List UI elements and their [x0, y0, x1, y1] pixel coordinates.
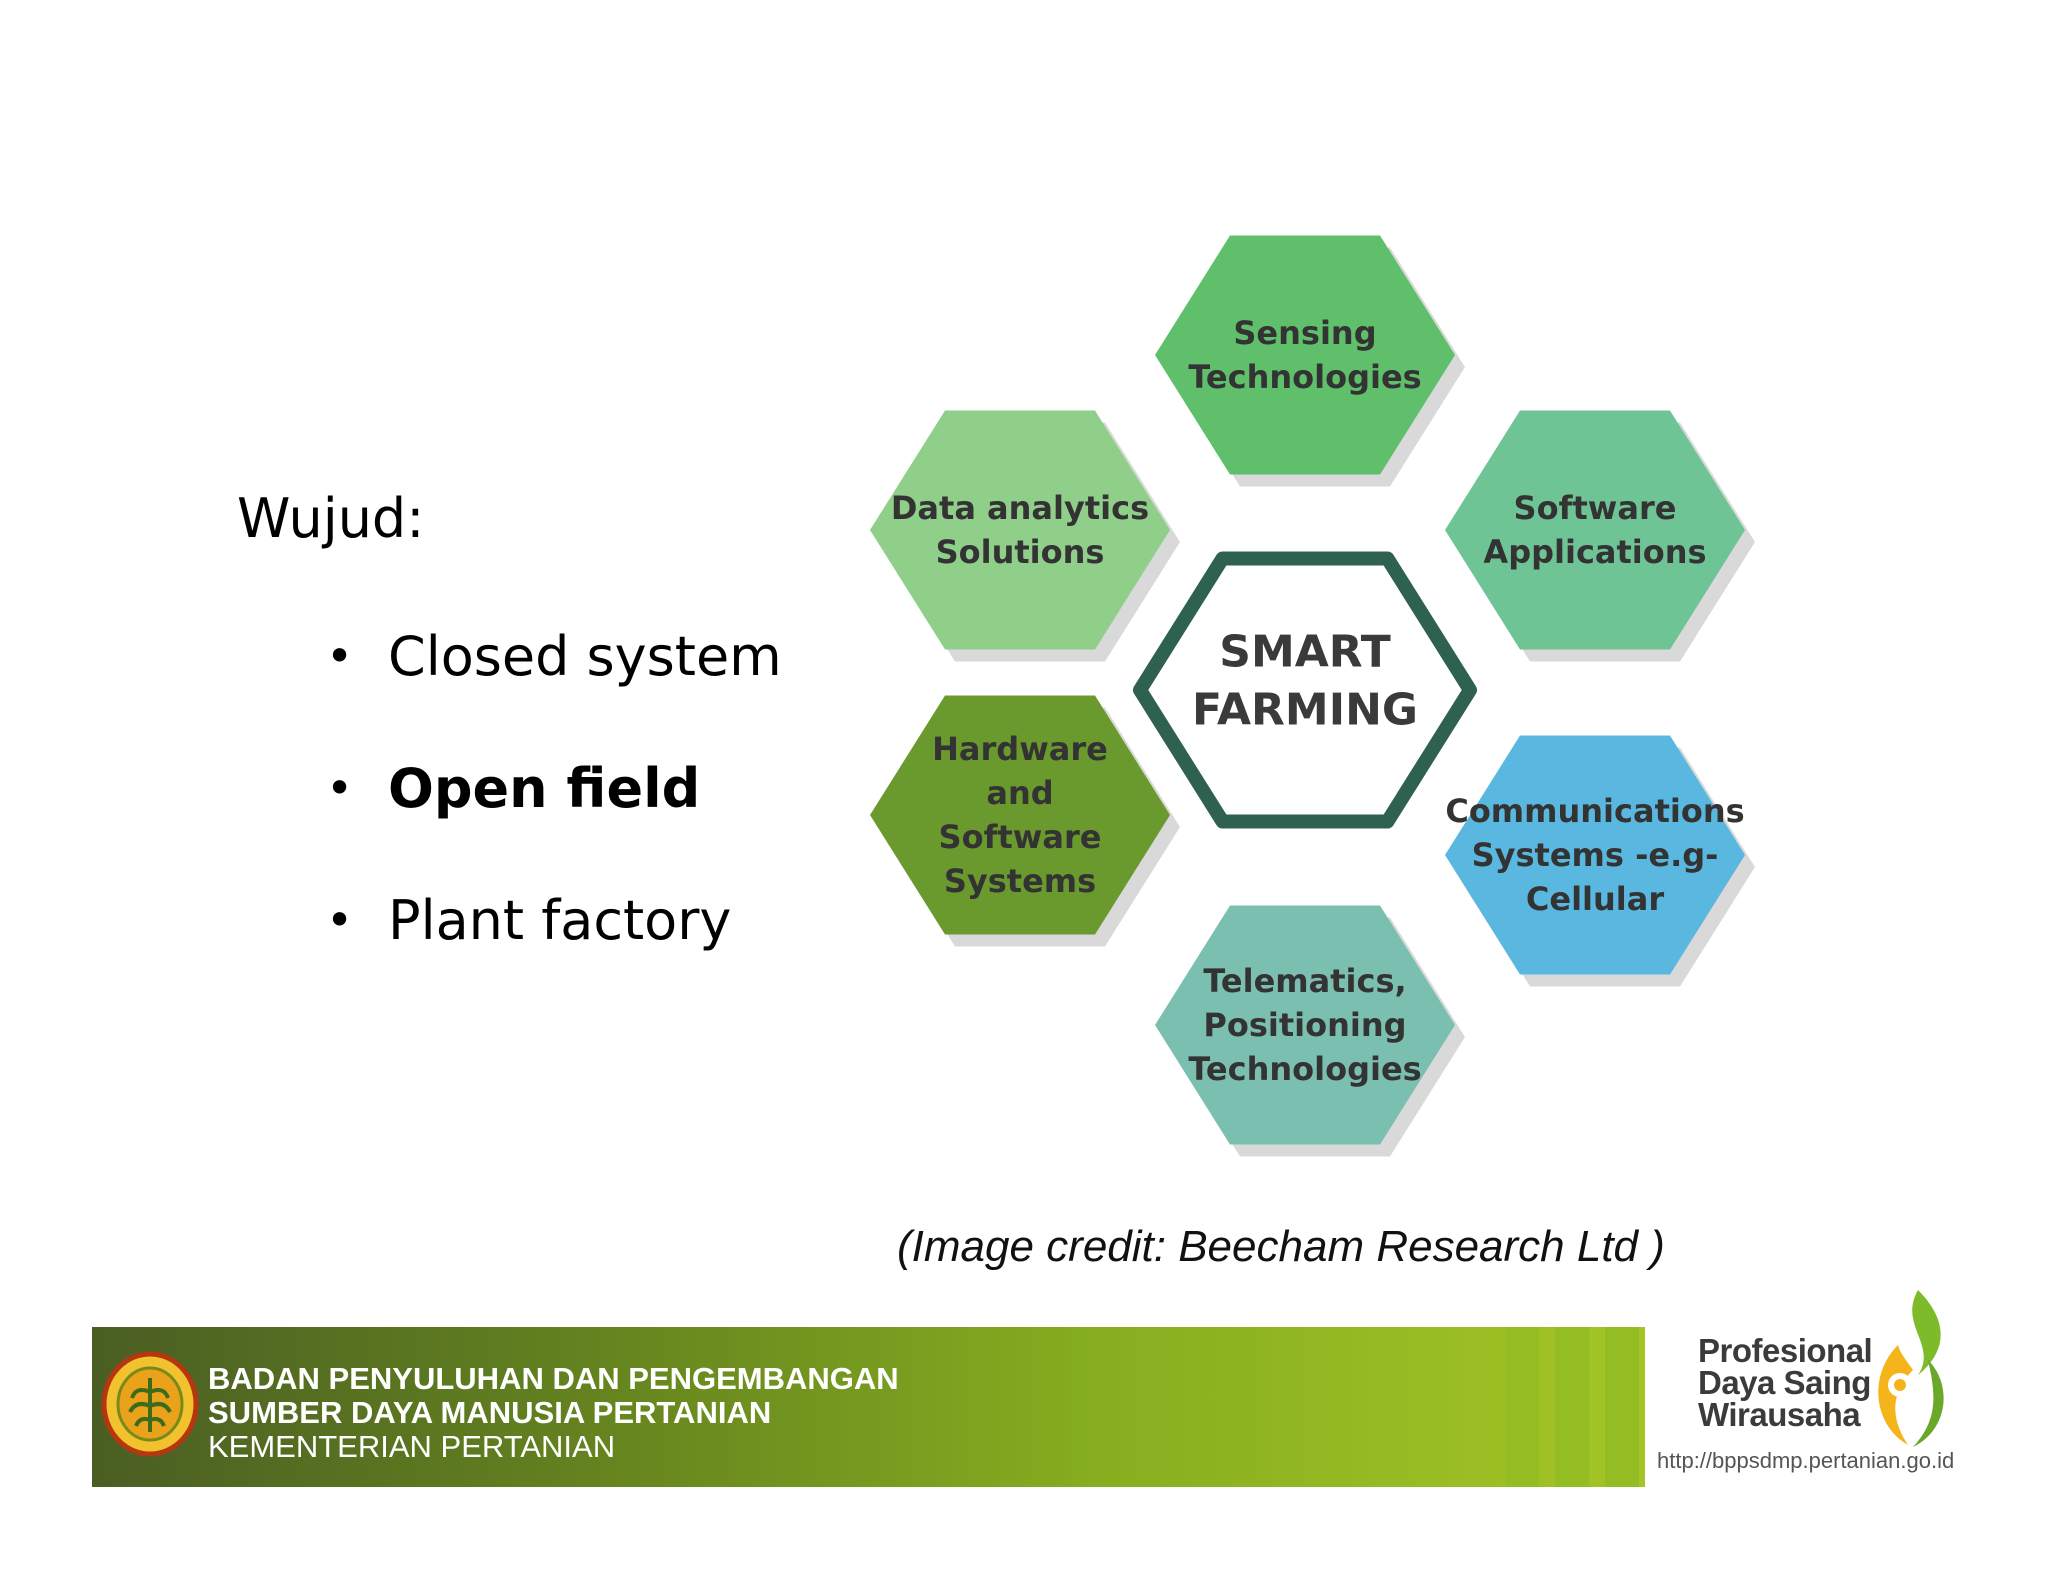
diagram-canvas: SensingTechnologiesSoftwareApplicationsC… [870, 235, 1755, 1157]
hexagon-hardware [870, 695, 1170, 935]
bullet-list: • Closed system • Open field • Plant fac… [326, 630, 782, 1026]
brand-line: Daya Saing [1698, 1364, 1871, 1401]
brand-tagline: Profesional Daya Saing Wirausaha [1698, 1332, 1873, 1433]
hexagon-label-hardware: Systems [944, 862, 1096, 900]
image-credit: (Image credit: Beecham Research Ltd ) [897, 1222, 1665, 1271]
bullet-item: • Plant factory [326, 894, 782, 1026]
hexagon-data-analytics [870, 410, 1170, 650]
hexagon-label-hardware: and [986, 774, 1053, 812]
footer-line-2: SUMBER DAYA MANUSIA PERTANIAN [208, 1395, 772, 1430]
hexagon-label-software-apps: Applications [1483, 533, 1706, 571]
hexagon-label-telematics: Telematics, [1203, 962, 1406, 1000]
bullet-item: • Closed system [326, 630, 782, 762]
bullet-text: Plant factory [388, 889, 732, 952]
brand-line: Wirausaha [1698, 1396, 1861, 1433]
hexagon-telematics [1155, 905, 1455, 1145]
flame-logo-icon [1878, 1290, 1944, 1447]
hexagon-label-hardware: Software [939, 818, 1102, 856]
footer-line-1: BADAN PENYULUHAN DAN PENGEMBANGAN [208, 1361, 899, 1396]
bullet-text: Closed system [388, 625, 782, 688]
bullet-dot: • [326, 893, 354, 947]
hexagon-label-software-apps: Software [1514, 489, 1677, 527]
footer-organization: BADAN PENYULUHAN DAN PENGEMBANGAN SUMBER… [208, 1362, 899, 1464]
hexagon-label-sensing: Sensing [1233, 314, 1376, 352]
hexagon-communications [1445, 735, 1745, 975]
bullet-item: • Open field [326, 762, 782, 894]
hexagon-software-apps [1445, 410, 1745, 650]
bullet-text: Open field [388, 757, 701, 820]
footer-line-3: KEMENTERIAN PERTANIAN [208, 1429, 616, 1464]
hexagon-label-data-analytics: Data analytics [891, 489, 1149, 527]
center-label: SMART [1219, 626, 1390, 677]
hexagon-label-communications: Cellular [1526, 880, 1664, 918]
banner-stripe [1555, 1327, 1589, 1487]
hexagon-sensing [1155, 235, 1455, 475]
hexagon-label-data-analytics: Solutions [936, 533, 1105, 571]
hexagon-label-communications: Communications [1445, 792, 1744, 830]
hexagon-label-sensing: Technologies [1188, 358, 1421, 396]
slide-heading: Wujud: [237, 487, 425, 550]
hexagon-label-communications: Systems -e.g- [1472, 836, 1719, 874]
hexagon-label-telematics: Technologies [1188, 1050, 1421, 1088]
hexagon-label-hardware: Hardware [932, 730, 1108, 768]
banner-divider [1645, 1327, 1659, 1487]
center-label: FARMING [1192, 684, 1418, 735]
footer-banner [92, 1327, 1645, 1487]
hexagon-label-telematics: Positioning [1203, 1006, 1406, 1044]
ministry-seal-icon [101, 1351, 199, 1457]
website-url: http://bppsdmp.pertanian.go.id [1657, 1448, 1955, 1473]
brand-line: Profesional [1698, 1332, 1873, 1369]
banner-stripe [1605, 1327, 1639, 1487]
bullet-dot: • [326, 629, 354, 683]
banner-stripe [1505, 1327, 1539, 1487]
bullet-dot: • [326, 761, 354, 815]
center-hexagon [1133, 551, 1477, 829]
